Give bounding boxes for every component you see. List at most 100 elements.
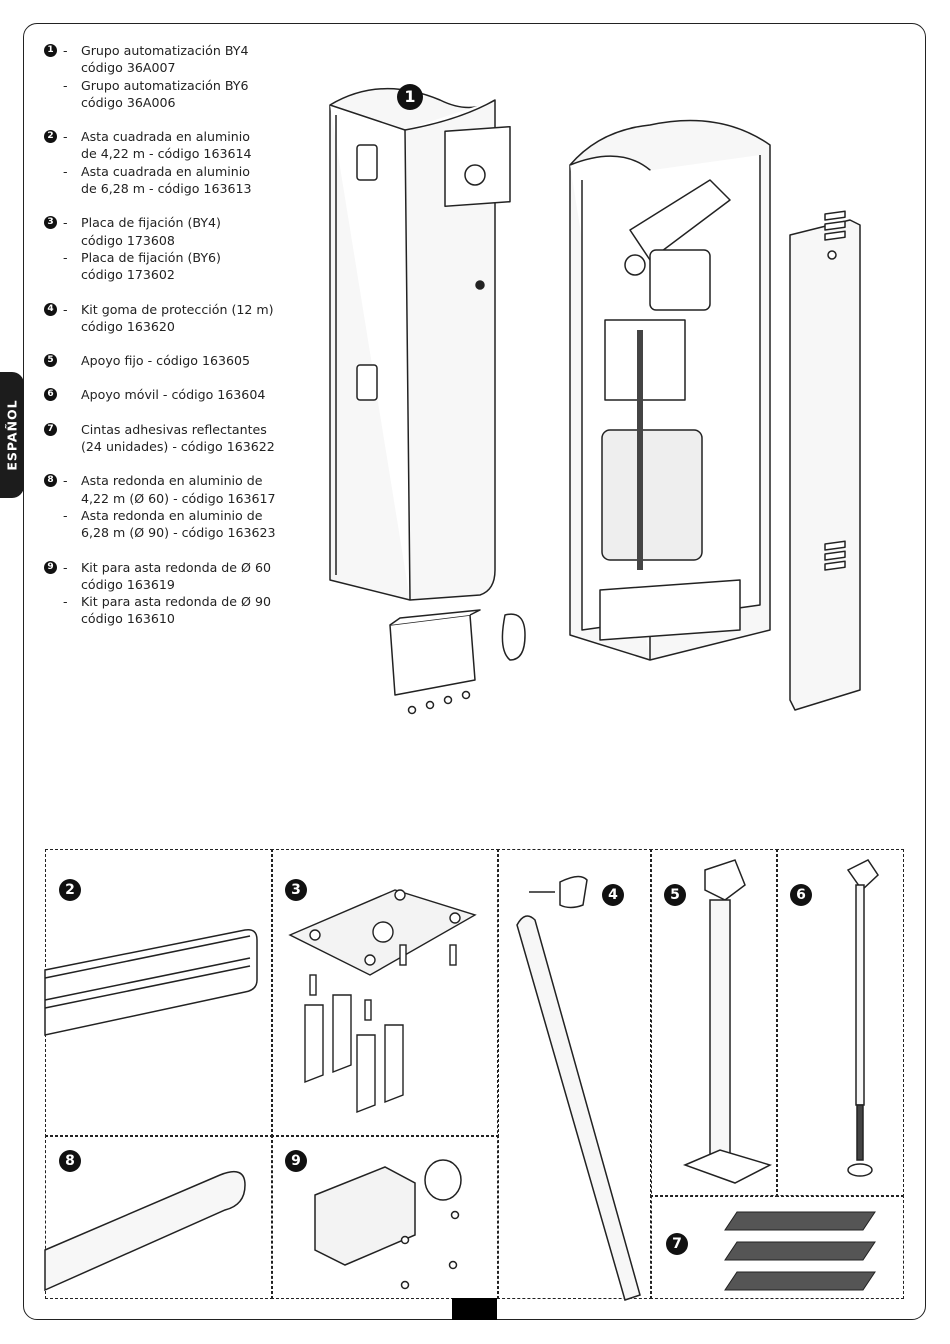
part-item: 3-Placa de fijación (BY4)código 173608-P… xyxy=(44,214,306,283)
part-line: de 6,28 m - código 163613 xyxy=(44,180,306,197)
part-line: código 163619 xyxy=(44,576,306,593)
part-item: 6 Apoyo móvil - código 163604 xyxy=(44,386,306,403)
part-dash: - xyxy=(63,473,68,489)
part-text: de 4,22 m - código 163614 xyxy=(81,146,252,162)
part-text: (24 unidades) - código 163622 xyxy=(81,439,275,455)
fixing-plate-drawing xyxy=(288,889,477,1114)
part-line: 3-Placa de fijación (BY4) xyxy=(44,214,306,231)
part-line: código 163620 xyxy=(44,318,306,335)
part-number-badge: 7 xyxy=(44,422,57,436)
panel-reflective-tapes xyxy=(650,1195,904,1299)
barrier-illustration xyxy=(329,87,861,715)
square-pole-drawing xyxy=(44,928,258,1036)
part-number-badge: 9 xyxy=(44,560,57,574)
part-text: Kit para asta redonda de Ø 90 xyxy=(81,594,271,610)
panel-mobile-support xyxy=(776,849,904,1197)
part-line: 4,22 m (Ø 60) - código 163617 xyxy=(44,490,306,507)
fixed-support-drawing xyxy=(682,859,772,1184)
part-dash: - xyxy=(63,77,68,93)
part-text: de 6,28 m - código 163613 xyxy=(81,181,252,197)
part-text: Asta cuadrada en aluminio xyxy=(81,129,250,145)
part-line: 6 Apoyo móvil - código 163604 xyxy=(44,386,306,403)
part-dash: - xyxy=(63,163,68,179)
panel-round-pole xyxy=(45,1135,273,1299)
part-line: 4-Kit goma de protección (12 m) xyxy=(44,301,306,318)
part-text: Asta redonda en aluminio de xyxy=(81,507,263,523)
protection-rubber-drawing xyxy=(516,875,641,1301)
part-line: código 36A007 xyxy=(44,59,306,76)
part-dash: - xyxy=(63,129,68,145)
panel-round-pole-kit xyxy=(271,1135,499,1299)
part-text: código 36A007 xyxy=(81,60,176,76)
language-tab-label: ESPAÑOL xyxy=(4,399,20,471)
part-line: -Kit para asta redonda de Ø 90 xyxy=(44,593,306,610)
mobile-support-drawing xyxy=(846,859,879,1177)
reflective-tapes-drawing xyxy=(724,1211,876,1291)
part-line: código 36A006 xyxy=(44,94,306,111)
part-text: Asta cuadrada en aluminio xyxy=(81,163,250,179)
part-text: código 163620 xyxy=(81,318,175,334)
callout-2: 2 xyxy=(59,879,81,901)
part-line: 1-Grupo automatización BY4 xyxy=(44,42,306,59)
part-line: código 163610 xyxy=(44,610,306,627)
part-text: 4,22 m (Ø 60) - código 163617 xyxy=(81,490,276,506)
part-line: código 173608 xyxy=(44,232,306,249)
part-number-badge: 1 xyxy=(44,44,57,57)
part-line: 9-Kit para asta redonda de Ø 60 xyxy=(44,559,306,576)
callout-5: 5 xyxy=(664,884,686,906)
part-number-badge: 5 xyxy=(44,354,57,368)
part-text: Placa de fijación (BY6) xyxy=(81,249,221,265)
part-text: código 36A006 xyxy=(81,94,176,110)
part-dash: - xyxy=(63,559,68,575)
round-pole-drawing xyxy=(44,1170,246,1292)
part-text: Placa de fijación (BY4) xyxy=(81,215,221,231)
part-item: 7 Cintas adhesivas reflectantes (24 unidad… xyxy=(44,421,306,456)
page-number-tab xyxy=(452,1298,497,1320)
part-number-badge: 8 xyxy=(44,474,57,488)
part-number-badge: 4 xyxy=(44,302,57,316)
part-dash: - xyxy=(63,249,68,265)
part-text: código 173602 xyxy=(81,267,175,283)
round-pole-kit-drawing xyxy=(314,1159,462,1290)
part-line: -Asta cuadrada en aluminio xyxy=(44,163,306,180)
part-line: 7 Cintas adhesivas reflectantes xyxy=(44,421,306,438)
part-dash: - xyxy=(63,43,68,58)
panel-protection-rubber xyxy=(497,849,652,1299)
panel-fixed-support xyxy=(650,849,778,1197)
part-text: Grupo automatización BY6 xyxy=(81,77,249,93)
part-item: 4-Kit goma de protección (12 m)código 16… xyxy=(44,301,306,336)
language-tab: ESPAÑOL xyxy=(0,372,24,498)
part-dash: - xyxy=(63,301,68,317)
part-text: código 163619 xyxy=(81,576,175,592)
callout-1: 1 xyxy=(397,84,423,110)
callout-9: 9 xyxy=(285,1150,307,1172)
part-line: -Placa de fijación (BY6) xyxy=(44,249,306,266)
part-number-badge: 2 xyxy=(44,130,57,144)
part-line: código 173602 xyxy=(44,266,306,283)
callout-8: 8 xyxy=(59,1150,81,1172)
part-line: 2-Asta cuadrada en aluminio xyxy=(44,128,306,145)
part-number-badge: 6 xyxy=(44,388,57,402)
part-line: -Grupo automatización BY6 xyxy=(44,77,306,94)
part-text: Kit goma de protección (12 m) xyxy=(81,301,274,317)
part-line: de 4,22 m - código 163614 xyxy=(44,145,306,162)
callout-6: 6 xyxy=(790,884,812,906)
part-text: 6,28 m (Ø 90) - código 163623 xyxy=(81,525,276,541)
part-line: 8-Asta redonda en aluminio de xyxy=(44,472,306,489)
callout-3: 3 xyxy=(285,879,307,901)
part-text: Cintas adhesivas reflectantes xyxy=(81,421,267,437)
part-text: código 163610 xyxy=(81,611,175,627)
part-text: Apoyo móvil - código 163604 xyxy=(81,387,266,403)
part-text: Grupo automatización BY4 xyxy=(81,43,249,58)
part-line: 6,28 m (Ø 90) - código 163623 xyxy=(44,524,306,541)
callout-4: 4 xyxy=(602,884,624,906)
part-text: Kit para asta redonda de Ø 60 xyxy=(81,559,271,575)
part-dash: - xyxy=(63,507,68,523)
part-text: Asta redonda en aluminio de xyxy=(81,473,263,489)
